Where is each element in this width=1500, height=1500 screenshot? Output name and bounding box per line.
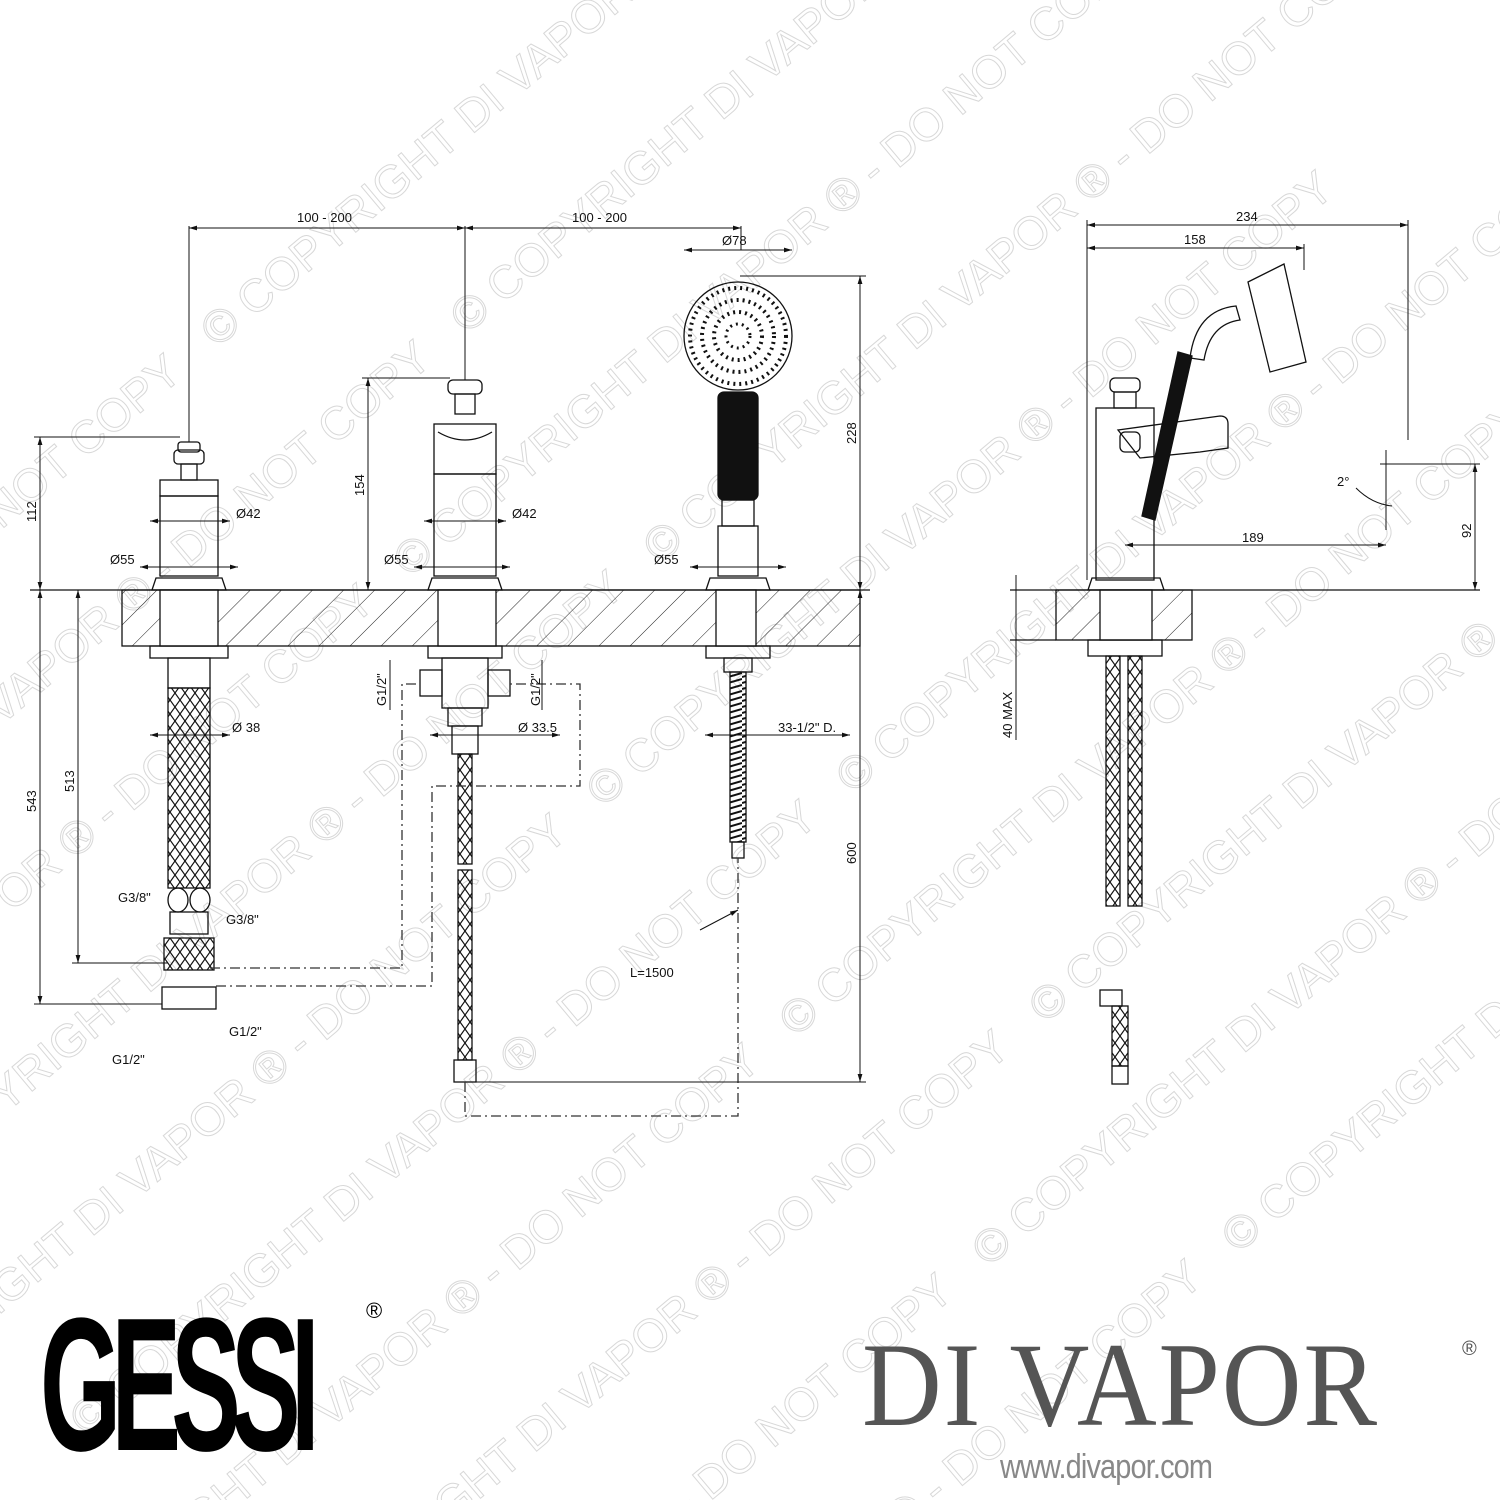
dim-hot-height: 112 xyxy=(24,501,39,522)
dim-diverter-tail: Ø 33.5 xyxy=(518,720,557,735)
dim-handshower-reach: 158 xyxy=(1184,232,1206,247)
gessi-logo: GESSI xyxy=(40,1279,320,1491)
dim-diverter-height: 154 xyxy=(352,474,367,496)
dim-hot-body: Ø42 xyxy=(236,506,261,521)
dim-inlet-left: G1/2" xyxy=(374,673,389,706)
dim-handshower-base: Ø55 xyxy=(654,552,679,567)
mixer-side xyxy=(1087,377,1229,1085)
dim-inlet-right: G1/2" xyxy=(528,673,543,706)
side-dimensions xyxy=(1015,220,1480,740)
dim-hot-tail: Ø 38 xyxy=(232,720,260,735)
diverter-valve-front xyxy=(419,379,511,1083)
handshower-side xyxy=(1141,263,1307,521)
dim-outlet-a: G1/2" xyxy=(229,1024,262,1039)
handshower-front xyxy=(683,281,793,859)
dim-hose-length: L=1500 xyxy=(630,965,674,980)
front-dimensions xyxy=(34,225,866,1083)
deck-section-side xyxy=(1010,589,1480,641)
dimension-labels: 100 - 200 100 - 200 Ø78 112 154 228 Ø42 … xyxy=(24,209,1474,1067)
dim-spout-reach: 189 xyxy=(1242,530,1264,545)
dim-thread-b: G3/8" xyxy=(226,912,259,927)
dim-hose-nut: 513 xyxy=(62,770,77,792)
dim-hot-base: Ø55 xyxy=(110,552,135,567)
deck-section-front xyxy=(30,589,870,647)
dim-thread-a: G3/8" xyxy=(118,890,151,905)
dim-outlet-b: G1/2" xyxy=(112,1052,145,1067)
dim-shank: 33-1/2" D. xyxy=(778,720,836,735)
dim-hose-drop: 600 xyxy=(844,842,859,864)
dim-spacing-left: 100 - 200 xyxy=(297,210,352,225)
hot-valve-front xyxy=(149,441,229,1010)
dim-diverter-body: Ø42 xyxy=(512,506,537,521)
divapor-logo: DI VAPOR xyxy=(862,1318,1379,1451)
dim-diverter-base: Ø55 xyxy=(384,552,409,567)
divapor-registered-mark: ® xyxy=(1462,1338,1477,1360)
gessi-registered-mark: ® xyxy=(366,1298,383,1323)
dim-hose-total: 543 xyxy=(24,790,39,812)
dim-head-dia: Ø78 xyxy=(722,233,747,248)
dim-deck-thickness: 40 MAX xyxy=(1000,691,1015,738)
dim-handshower-height: 228 xyxy=(844,422,859,444)
dim-spout-height: 92 xyxy=(1459,524,1474,538)
dim-spout-angle: 2° xyxy=(1337,474,1349,489)
dim-overall-width: 234 xyxy=(1236,209,1258,224)
dim-spacing-right: 100 - 200 xyxy=(572,210,627,225)
svg-text:© COPYRIGHT DI VAPOR ® - DO NO: © COPYRIGHT DI VAPOR ® - DO NOT COPY xyxy=(388,1493,1155,1500)
divapor-url: www.divapor.com xyxy=(1000,1448,1213,1486)
connection-lines xyxy=(210,683,739,1117)
